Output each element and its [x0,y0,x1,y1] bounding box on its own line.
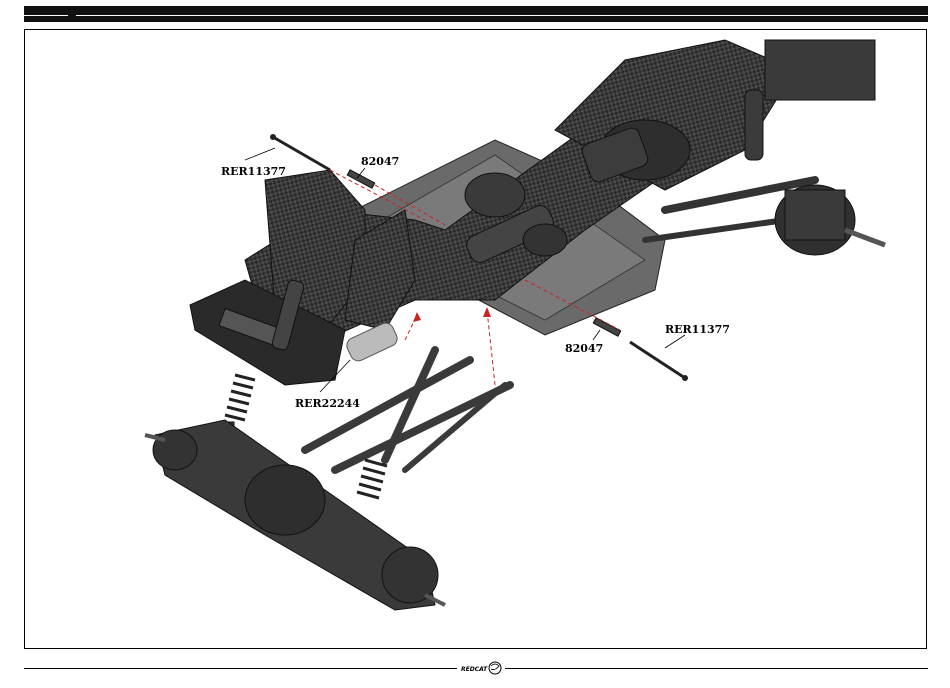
exploded-view-diagram: RER11377 82047 82047 RER11377 RER22244 [25,30,928,650]
front-axle [145,420,445,610]
label-bolt-top-left: RER11377 [221,165,286,178]
diagram-frame: RER11377 82047 82047 RER11377 RER22244 [24,29,927,649]
leader-arrows [413,307,491,322]
label-pin-top: 82047 [361,155,399,168]
header-bar [24,6,928,22]
header-accent [68,14,76,17]
label-pin-right: 82047 [565,342,603,355]
label-bolt-right: RER11377 [665,323,730,336]
brand-logo: REDCAT [457,659,505,677]
bolt-right [630,342,685,378]
header-rule [24,15,928,16]
svg-text:REDCAT: REDCAT [461,666,488,673]
label-spacer: RER22244 [295,397,360,410]
